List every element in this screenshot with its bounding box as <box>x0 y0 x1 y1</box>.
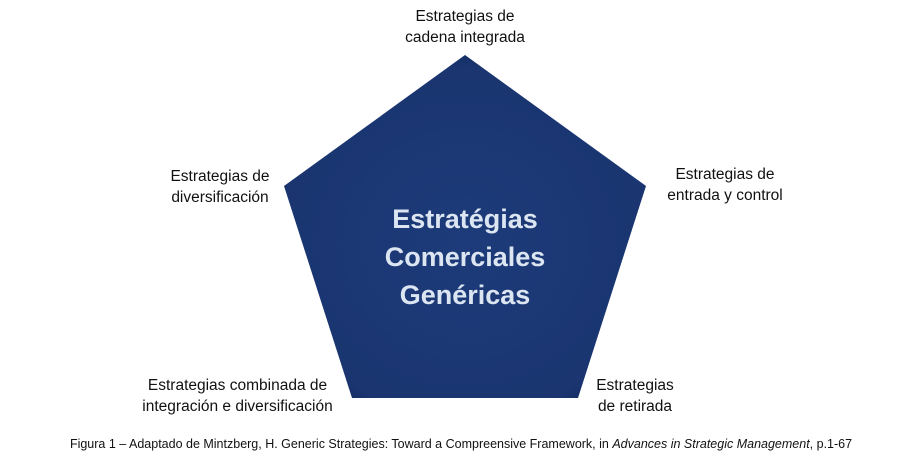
label-line: cadena integrada <box>405 29 525 46</box>
center-title-line: Comerciales <box>384 242 546 272</box>
center-title-line: Estratégias <box>392 204 538 234</box>
label-line: diversificación <box>171 189 269 206</box>
label-line: entrada y control <box>667 187 783 204</box>
caption-text: Figura 1 – Adaptado de Mintzberg, H. Gen… <box>69 437 613 451</box>
label-line: Estrategias de <box>415 8 515 25</box>
label-line: Estrategias de <box>170 168 270 185</box>
center-title-line: Genéricas <box>399 280 531 310</box>
node-left-label: Estrategias de diversificación <box>150 166 290 208</box>
label-line: Estrategias <box>596 377 674 394</box>
pentagon <box>284 55 646 398</box>
label-line: de retirada <box>597 398 673 415</box>
label-line: integración e diversificación <box>142 398 333 415</box>
node-bottom-right-label: Estrategias de retirada <box>565 375 705 417</box>
node-right-label: Estrategias de entrada y control <box>650 164 800 206</box>
caption-suffix: , p.1-67 <box>809 437 853 451</box>
figure-caption: Figura 1 – Adaptado de Mintzberg, H. Gen… <box>0 437 922 451</box>
label-line: Estrategias combinada de <box>147 377 328 394</box>
node-bottom-left-label: Estrategias combinada de integración e d… <box>115 375 360 417</box>
label-line: Estrategias de <box>675 166 775 183</box>
caption-italic: Advances in Strategic Management <box>612 437 810 451</box>
center-title: Estratégias Comerciales Genéricas <box>315 200 615 314</box>
node-top-label: Estrategias de cadena integrada <box>370 6 560 48</box>
